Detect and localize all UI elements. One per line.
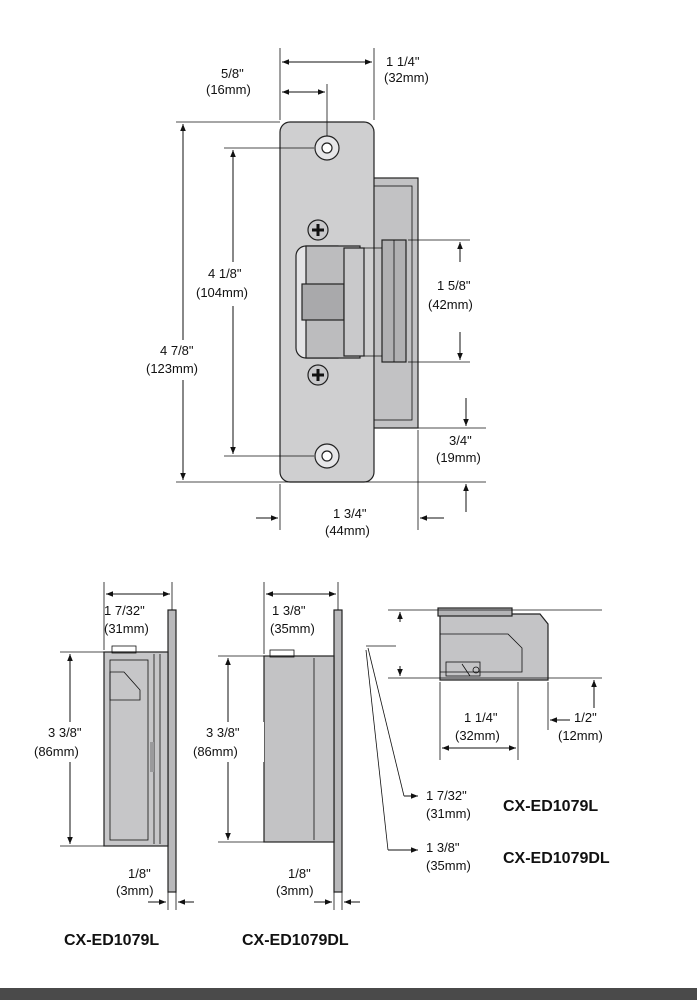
dim-hole-spacing-imperial: 4 1/8" (208, 266, 242, 281)
dim-bottom-offset-metric: (19mm) (436, 450, 481, 465)
side-l-plate-imperial: 1/8" (128, 866, 151, 881)
keeper-roller (343, 247, 365, 357)
top-depth-l-metric: (31mm) (426, 806, 471, 821)
dim-plate-width-imperial: 1 1/4" (386, 54, 420, 69)
dim-hole-offset-metric: (16mm) (206, 82, 251, 97)
top-view-body (439, 613, 549, 681)
top-mounting-hole-icon (314, 135, 340, 161)
dim-overall-width-metric: (44mm) (325, 523, 370, 538)
side-l-height-imperial: 3 3/8" (48, 725, 82, 740)
dim-hole-spacing-metric: (104mm) (196, 285, 248, 300)
side-dl-height-imperial: 3 3/8" (206, 725, 240, 740)
keeper-latch (301, 283, 345, 321)
side-l-depth-metric: (31mm) (104, 621, 149, 636)
side-l-model-label: CX-ED1079L (64, 932, 159, 949)
dim-bottom-offset-imperial: 3/4" (449, 433, 472, 448)
top-screw-icon (307, 219, 329, 241)
side-dl-height-metric: (86mm) (193, 744, 238, 759)
dim-plate-height-imperial: 4 7/8" (160, 343, 194, 358)
side-view-l: 1 7/32" (31mm) 3 3/8" (86mm) 1/8" (3mm) … (30, 582, 194, 949)
side-l-plate-metric: (3mm) (116, 883, 154, 898)
side-dl-depth-imperial: 1 3/8" (272, 603, 306, 618)
dim-plate-width-metric: (32mm) (384, 70, 429, 85)
side-view-dl: 1 3/8" (35mm) 3 3/8" (86mm) 1/8" (3mm) C… (192, 582, 360, 949)
top-lip-metric: (12mm) (558, 728, 603, 743)
top-model-dl-label: CX-ED1079DL (503, 850, 610, 867)
dim-plate-height-metric: (123mm) (146, 361, 198, 376)
side-dl-plate-metric: (3mm) (276, 883, 314, 898)
footer-bar (0, 988, 697, 1000)
side-l-body (103, 651, 169, 847)
side-l-height-metric: (86mm) (34, 744, 79, 759)
side-l-depth-imperial: 1 7/32" (104, 603, 145, 618)
dim-overall-width-imperial: 1 3/4" (333, 506, 367, 521)
top-width-imperial: 1 1/4" (464, 710, 498, 725)
top-width-metric: (32mm) (455, 728, 500, 743)
side-dl-model-label: CX-ED1079DL (242, 932, 349, 949)
bottom-mounting-hole-icon (314, 443, 340, 469)
front-view: 1 1/4" (32mm) 5/8" (16mm) 4 7/8" (123mm)… (140, 48, 486, 538)
dim-hole-offset-imperial: 5/8" (221, 66, 244, 81)
top-depth-l-imperial: 1 7/32" (426, 788, 467, 803)
side-dl-body (263, 655, 335, 843)
bottom-screw-icon (307, 364, 329, 386)
dim-keeper-height-imperial: 1 5/8" (437, 278, 471, 293)
top-view: 1 1/4" (32mm) 1/2" (12mm) 1 7/32" (31mm)… (365, 607, 610, 873)
side-l-plate (167, 609, 177, 893)
side-dl-depth-metric: (35mm) (270, 621, 315, 636)
dim-keeper-height-metric: (42mm) (428, 297, 473, 312)
top-depth-dl-imperial: 1 3/8" (426, 840, 460, 855)
side-dl-plate (333, 609, 343, 893)
side-dl-plate-imperial: 1/8" (288, 866, 311, 881)
top-lip-imperial: 1/2" (574, 710, 597, 725)
top-model-l-label: CX-ED1079L (503, 798, 598, 815)
top-depth-dl-metric: (35mm) (426, 858, 471, 873)
